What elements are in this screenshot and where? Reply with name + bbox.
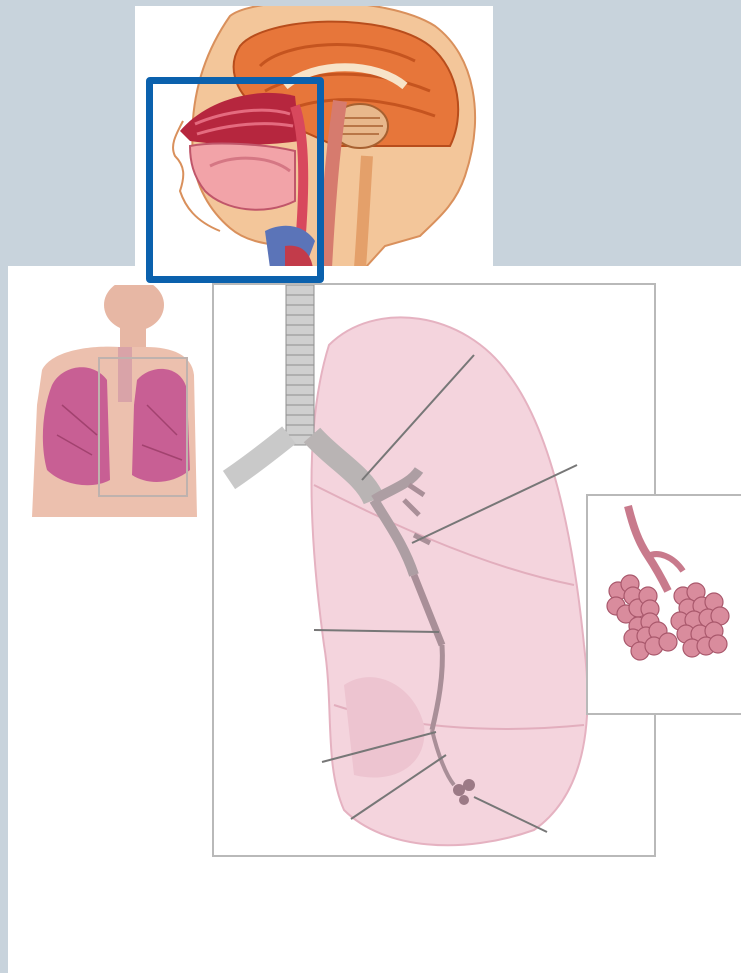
torso-lungs-overview bbox=[22, 285, 204, 520]
trachea bbox=[286, 285, 314, 445]
highlight-rectangle bbox=[146, 77, 324, 283]
alveoli-inset bbox=[586, 494, 741, 715]
